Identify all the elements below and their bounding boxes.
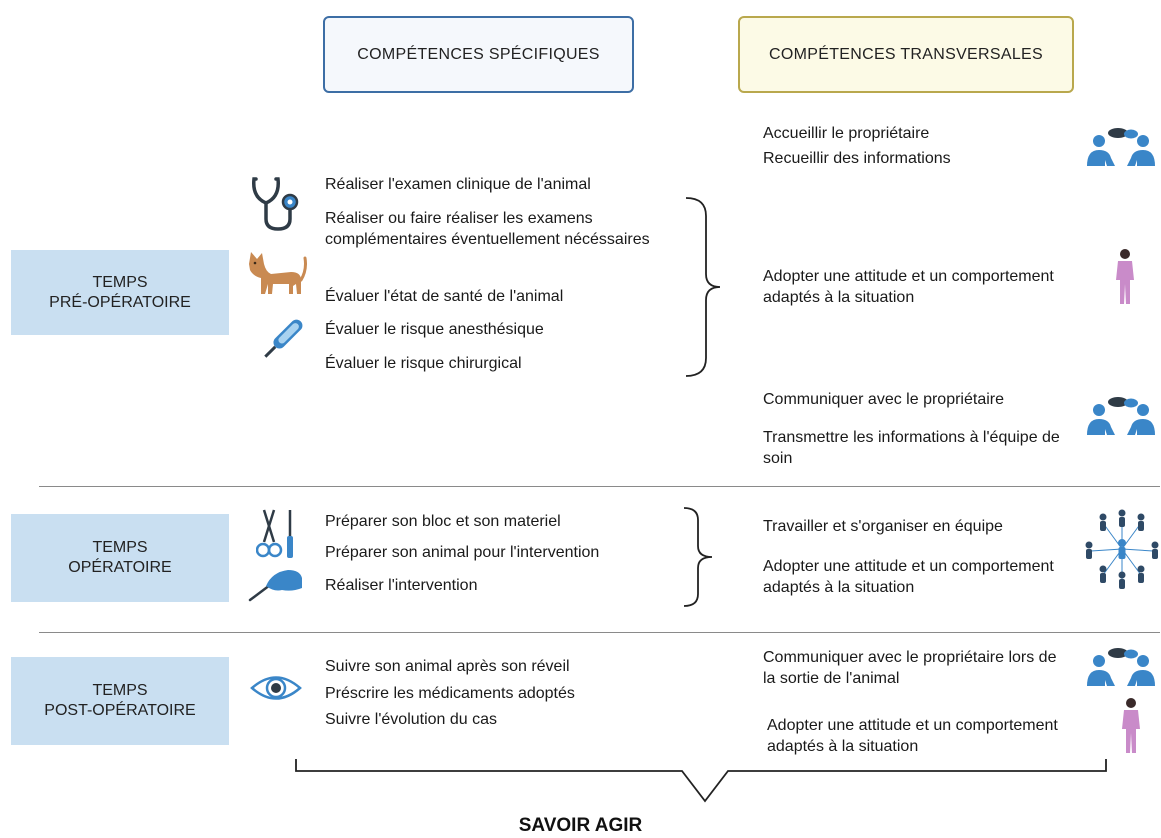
pre-transversal-communicate: Communiquer avec le propriétaire — [763, 391, 1004, 408]
vet-person-icon — [1122, 698, 1140, 753]
op-transversal-attitude: Adopter une attitude et un comportement … — [763, 558, 1054, 596]
scalpel-hand-icon — [248, 570, 302, 602]
transversal-skills-header-label: COMPÉTENCES TRANSVERSALES — [769, 45, 1043, 63]
phase-op-line2: OPÉRATOIRE — [68, 559, 172, 576]
pre-transversal-transmit: Transmettre les informations à l'équipe … — [763, 429, 1060, 467]
brace-pre-operative — [685, 197, 721, 377]
cat-icon — [249, 252, 307, 294]
post-specific-item: Préscrire les médicaments adoptés — [325, 685, 575, 702]
brace-operative — [683, 507, 713, 607]
surgical-instruments-icon — [256, 509, 293, 558]
transversal-skills-header: COMPÉTENCES TRANSVERSALES — [738, 16, 1074, 93]
phase-pre-line1: TEMPS — [92, 273, 148, 291]
pre-specific-item: Évaluer le risque anesthésique — [325, 321, 544, 338]
post-specific-item: Suivre l'évolution du cas — [325, 711, 498, 728]
pre-specific-item: Évaluer le risque chirurgical — [325, 355, 522, 372]
phase-operative: TEMPS OPÉRATOIRE — [11, 514, 229, 602]
separator-op-post — [39, 632, 1160, 633]
stethoscope-icon — [252, 177, 299, 231]
post-transversal-communicate: Communiquer avec le propriétaire lors de… — [763, 649, 1057, 687]
phase-pre-operative: TEMPS PRÉ-OPÉRATOIRE — [11, 250, 229, 335]
post-transversal-attitude: Adopter une attitude et un comportement … — [767, 717, 1058, 755]
pre-transversal-greet: Accueillir le propriétaire — [763, 125, 930, 142]
specific-skills-header: COMPÉTENCES SPÉCIFIQUES — [323, 16, 634, 93]
op-specific-item: Préparer son animal pour l'intervention — [325, 544, 600, 561]
eye-icon — [250, 676, 302, 700]
pre-transversal-attitude: Adopter une attitude et un comportement … — [763, 268, 1054, 306]
pre-specific-item: Évaluer l'état de santé de l'animal — [325, 288, 564, 305]
footer-savoir-agir: SAVOIR AGIR — [518, 815, 643, 836]
op-transversal-team: Travailler et s'organiser en équipe — [763, 518, 1003, 535]
op-specific-item: Réaliser l'intervention — [325, 577, 478, 594]
separator-pre-op — [39, 486, 1160, 487]
conversation-icon — [1087, 128, 1155, 166]
bottom-bracket — [295, 759, 1107, 803]
team-network-icon — [1085, 509, 1159, 589]
phase-pre-line2: PRÉ-OPÉRATOIRE — [49, 293, 191, 311]
pre-specific-item: Réaliser ou faire réaliser les examens c… — [325, 210, 650, 248]
specific-skills-header-label: COMPÉTENCES SPÉCIFIQUES — [357, 45, 600, 63]
pre-transversal-collect: Recueillir des informations — [763, 150, 951, 167]
pre-specific-item: Réaliser l'examen clinique de l'animal — [325, 176, 591, 193]
phase-op-line1: TEMPS — [92, 539, 148, 556]
conversation-icon — [1087, 648, 1155, 686]
phase-post-line2: POST-OPÉRATOIRE — [44, 702, 196, 719]
phase-post-operative: TEMPS POST-OPÉRATOIRE — [11, 657, 229, 745]
op-specific-item: Préparer son bloc et son materiel — [325, 513, 561, 530]
vet-person-icon — [1116, 249, 1134, 304]
thermometer-icon — [264, 319, 303, 358]
conversation-icon — [1087, 397, 1155, 435]
post-specific-item: Suivre son animal après son réveil — [325, 658, 570, 675]
phase-post-line1: TEMPS — [92, 682, 148, 699]
